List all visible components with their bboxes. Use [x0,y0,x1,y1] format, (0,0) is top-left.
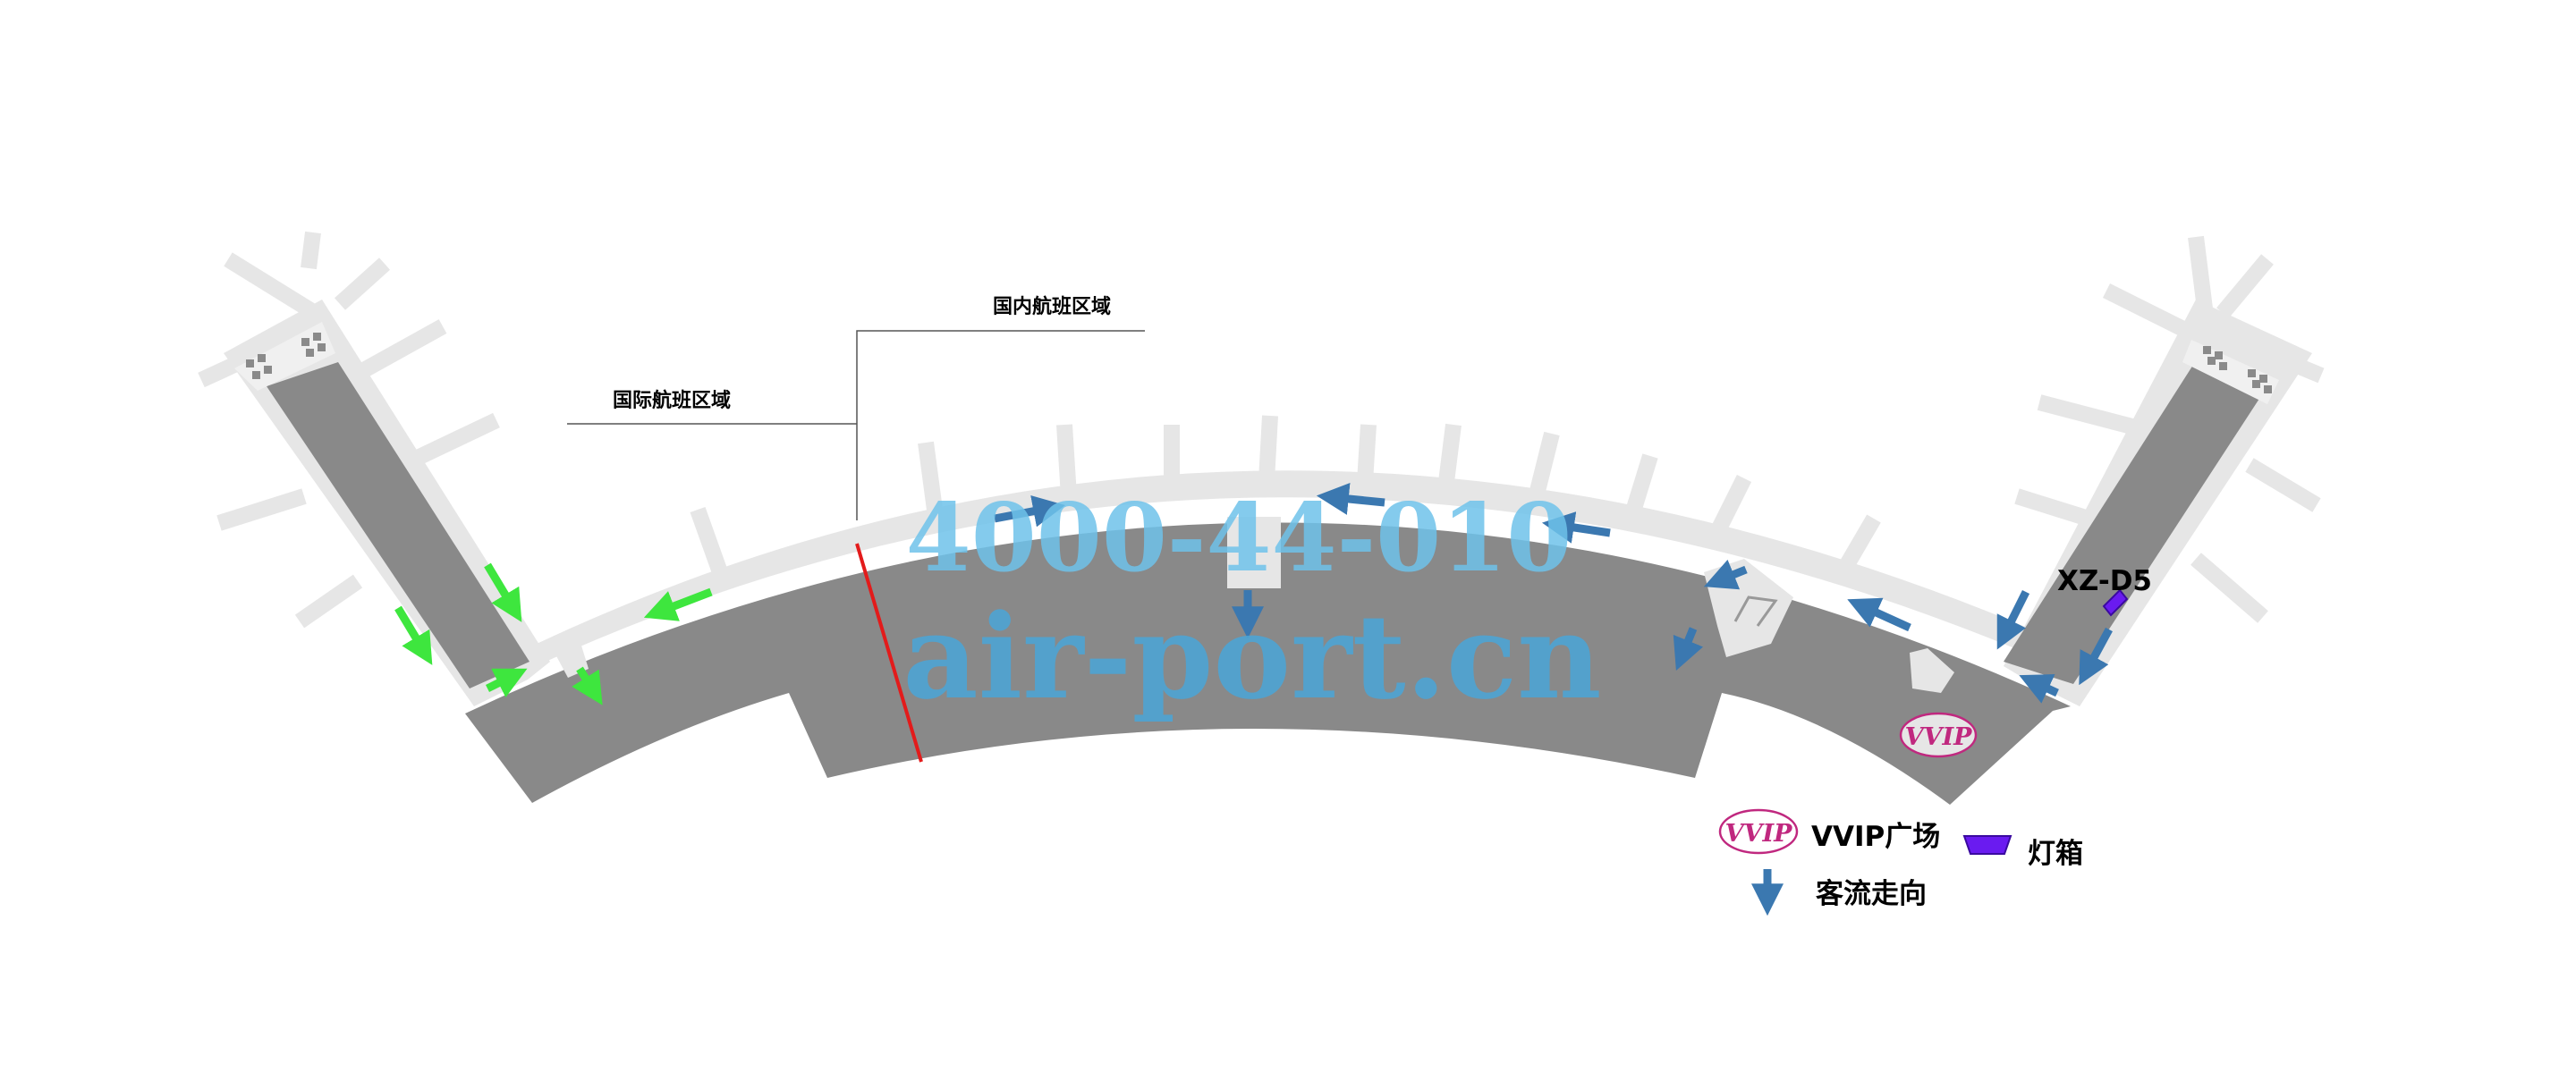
arrow-icon [1673,627,1704,671]
arrow-icon [2079,627,2113,686]
jet-bridge [294,574,363,629]
vvip-badge-icon [1718,808,1799,855]
jet-bridge [2037,394,2145,437]
right-pier-floor [2004,365,2267,684]
jet-bridge [1709,474,1752,536]
jet-bridge [918,441,943,511]
legend-vvip-badge-text: VVIP [1725,820,1793,848]
international-zone-label: 国际航班区域 [613,389,731,412]
left-pier-floor [267,362,530,688]
main-concourse-floor [465,522,2071,805]
arrow-icon [1703,559,1748,590]
jet-bridge [301,231,321,270]
arrow-icon [1847,597,1911,632]
legend-lightbox-label: 灯箱 [2028,838,2083,870]
lightbox-icon [1962,835,2012,855]
vvip-badge-text: VVIP [1905,723,1973,751]
zone-leader-line [856,330,1145,520]
jet-bridge [2102,283,2191,339]
stair-lines [1733,595,1778,627]
jet-bridge [2188,235,2213,310]
jet-bridge [216,488,307,531]
jet-bridge [358,319,447,378]
arrow-icon [2019,674,2059,704]
terminal-floor [267,362,2267,805]
legend-flow-label: 客流走向 [1816,878,1927,910]
lightbox-code-label: XZ-D5 [2057,565,2152,597]
jet-bridge [2216,254,2274,318]
arrow-icon [643,587,713,621]
legend-lightbox: 灯箱 [1962,835,2083,870]
watermark-site: air-port.cn [902,588,1601,725]
jet-bridge [2245,458,2321,512]
arrow-icon [1316,483,1385,515]
jet-bridge [1056,424,1077,497]
flow-arrows-international [394,562,713,705]
arrow-icon [394,605,433,665]
domestic-zone-label: 国内航班区域 [993,295,1111,318]
watermark-phone: 4000-44-010 [906,482,1572,593]
central-service-block [1227,517,1281,588]
service-block-right [1910,648,1954,693]
jet-bridge [2014,488,2091,527]
arrow-icon [485,668,528,697]
flow-arrows-domestic [994,483,2113,704]
jet-bridge [2190,553,2268,623]
apron-band [537,470,2075,666]
arrow-icon [572,666,603,705]
pier-tip-left [234,322,335,391]
vvip-badge-icon: VVIP [1899,712,1978,758]
arrow-icon [1996,589,2030,650]
pier-tip-right [2182,340,2279,404]
legend-vvip: VVIP VVIP广场 [1718,808,1940,855]
arrow-icon [1541,511,1611,544]
legend: VVIP VVIP广场 灯箱 客流走向 [1718,808,2083,916]
jet-bridge [690,506,728,576]
jet-bridge [1624,453,1658,517]
jet-bridge [334,258,391,310]
lightbox-icon [2102,588,2129,617]
arrow-icon [484,562,522,622]
zone-boundary-line [855,543,923,763]
legend-vvip-label: VVIP广场 [1811,821,1940,853]
legend-flow: 客流走向 [1751,869,1927,916]
jet-bridge [224,252,326,325]
arrow-icon [994,495,1065,528]
